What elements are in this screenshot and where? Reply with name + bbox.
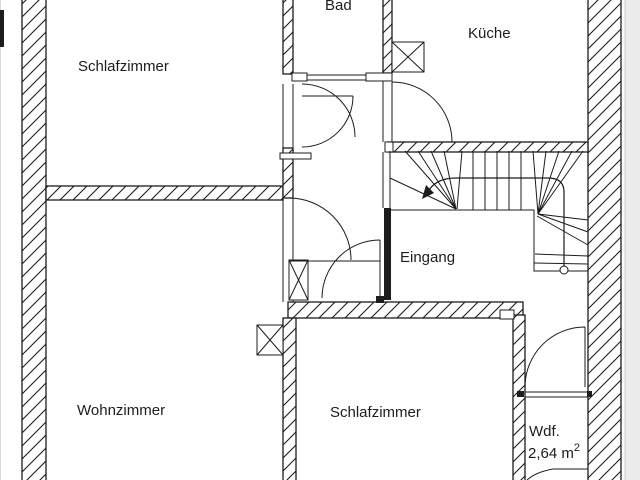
label-wohnzimmer: Wohnzimmer xyxy=(77,402,165,419)
shaft-symbols xyxy=(256,41,425,356)
exterior-walls xyxy=(21,0,622,480)
door-jamb-marks xyxy=(376,296,592,397)
label-kueche: Küche xyxy=(468,25,511,42)
wall-bad-left xyxy=(282,0,294,75)
shaft-box-hall xyxy=(288,259,309,301)
doors xyxy=(288,81,588,480)
stair-treads-straight xyxy=(472,151,522,210)
shaft-box-kueche xyxy=(391,41,425,73)
wall-right-exterior xyxy=(587,0,622,480)
stair-walkline-start-marker xyxy=(559,265,569,275)
door-bad xyxy=(301,83,356,148)
wall-caps xyxy=(279,72,515,320)
label-schlafzimmer-top: Schlafzimmer xyxy=(78,58,169,75)
room-labels: Schlafzimmer Bad Küche Eingang Wohnzimme… xyxy=(77,0,580,462)
door-kueche xyxy=(391,81,453,143)
wall-mid-left-segment xyxy=(282,147,294,199)
label-schlafzimmer-bottom: Schlafzimmer xyxy=(330,404,421,421)
label-wdf-name: Wdf. xyxy=(529,423,560,440)
stair-walking-line xyxy=(428,177,565,266)
shaft-box-wohnzimmer xyxy=(256,324,284,356)
door-wdf-top xyxy=(524,326,586,388)
label-eingang: Eingang xyxy=(400,249,455,266)
label-wdf-area: 2,64 m2 xyxy=(528,442,580,462)
wall-wdf-left xyxy=(512,314,526,480)
wall-above-schlafzimmer-bottom xyxy=(287,301,524,319)
interior-walls xyxy=(45,0,589,480)
wall-left-exterior xyxy=(21,0,47,480)
wall-below-kueche xyxy=(387,141,589,153)
door-schlafzimmer-bottom xyxy=(321,239,381,299)
right-margin-strip xyxy=(625,0,640,480)
wall-kueche-left xyxy=(382,0,393,74)
wall-schlafzimmer-wohnzimmer xyxy=(45,185,284,201)
stair-winders-corner xyxy=(532,150,584,215)
stair-direction-arrow xyxy=(422,185,434,199)
entrance-door-bar xyxy=(384,208,391,300)
door-wdf-bottom xyxy=(526,468,588,480)
wall-schlafzimmer-bottom-left xyxy=(282,317,297,480)
stair-treads-lower xyxy=(533,213,589,265)
left-edge-black-tick xyxy=(0,10,4,47)
staircase xyxy=(389,150,589,275)
label-bad: Bad xyxy=(325,0,352,14)
